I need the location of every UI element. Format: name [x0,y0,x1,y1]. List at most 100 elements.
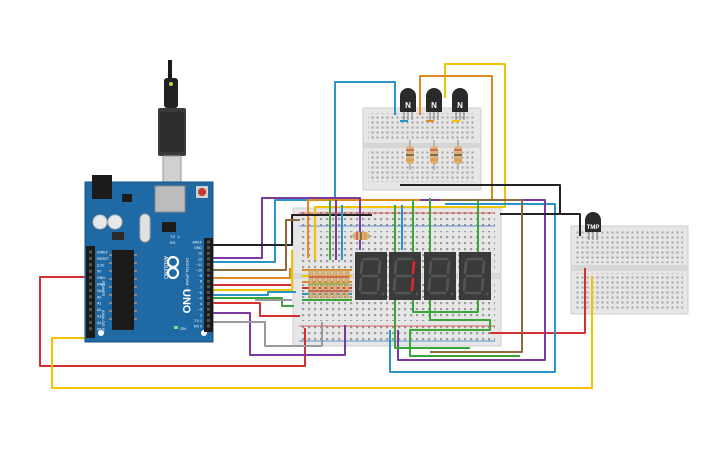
power-pin[interactable] [89,250,92,254]
digital-pin-label: 13 [198,252,202,256]
power-jack[interactable] [92,175,112,199]
power-led [174,326,178,329]
power-pin[interactable] [89,301,92,305]
wire-red[interactable] [213,302,300,317]
digital-pin[interactable] [207,302,210,306]
digital-pin-label: 12 [198,257,202,261]
digital-pin-label: 2 [200,313,202,317]
resistor[interactable] [454,140,462,170]
digital-pin[interactable] [207,279,210,283]
power-label: POWER [101,281,106,296]
transistor-pin-marks [400,120,460,122]
power-pin[interactable] [89,288,92,292]
tx-led-label: TX [170,234,175,239]
power-pin-label: IOREF [97,251,109,255]
rx-led-label: RX [170,240,176,245]
seven-segment-display[interactable] [424,252,456,300]
wire-blue[interactable] [213,291,296,296]
breadboard-top[interactable] [362,107,482,191]
wire-purple[interactable] [213,312,346,356]
digital-pin[interactable] [207,268,210,272]
digital-pin[interactable] [207,296,210,300]
board-model-label: UNO [180,289,192,314]
wire-yellow[interactable] [213,250,293,291]
digital-pin-label: ~3 [198,308,202,312]
power-pin-label: A0 [97,295,101,299]
microcontroller-chip [112,250,134,330]
digital-pin[interactable] [207,262,210,266]
digital-pin-label: ~5 [198,297,202,301]
power-pin[interactable] [89,269,92,273]
digital-header [204,238,213,332]
digital-pin-label: ~11 [196,263,202,267]
power-pin-label: GND [97,283,105,287]
seven-segment-display[interactable] [459,252,491,300]
digital-pin-label: ~9 [198,274,202,278]
digital-pin[interactable] [207,313,210,317]
power-pin-label: 5V [97,270,102,274]
wire-green[interactable] [213,297,294,307]
digital-pin[interactable] [207,285,210,289]
usb-port[interactable] [154,185,186,213]
wire-brown[interactable] [213,219,300,271]
digital-pin-label: GND [194,246,202,250]
digital-pin[interactable] [207,324,210,328]
transistor-q3[interactable]: N [452,88,468,120]
power-pin[interactable] [89,295,92,299]
digital-pin[interactable] [207,318,210,322]
wire-orange[interactable] [307,75,493,258]
transistor-label: N [405,101,411,110]
wire-blue[interactable] [389,203,556,373]
power-pin[interactable] [89,308,92,312]
seven-segment-display[interactable] [389,252,421,300]
transistor-q1[interactable]: N [400,88,416,120]
wire-red[interactable] [39,276,306,367]
power-pin[interactable] [89,282,92,286]
power-pin[interactable] [89,314,92,318]
power-pin[interactable] [89,327,92,331]
wire-green[interactable] [409,198,520,357]
digital-pin-label: 7 [200,285,202,289]
power-pin-label: RESET [97,257,110,261]
digital-pin-label: AREF [192,241,202,245]
digital-pin[interactable] [207,307,210,311]
power-pin-label: GND [97,276,105,280]
seven-segment-display[interactable] [355,252,387,300]
digital-pin[interactable] [207,246,210,250]
digital-pin-label: 8 [200,280,202,284]
power-pin[interactable] [89,320,92,324]
digital-pin[interactable] [207,240,210,244]
usb-cable[interactable] [158,60,186,187]
arduino-uno-board[interactable]: UNO ARDUINO DIGITAL (PWM ~) POWER ANALOG… [84,175,214,343]
digital-pin[interactable] [207,290,210,294]
wire-orange[interactable] [213,268,291,279]
on-led-label: ON [180,326,186,331]
wire-black[interactable] [213,214,372,246]
sensor-label: TMP [587,225,600,231]
power-pin[interactable] [89,276,92,280]
top-resistors [350,140,462,240]
wire-black[interactable] [500,213,581,236]
power-pin[interactable] [89,256,92,260]
wire-yellow[interactable] [51,276,593,389]
digital-pin[interactable] [207,257,210,261]
temperature-sensor[interactable]: TMP [585,212,601,240]
power-pin[interactable] [89,263,92,267]
resistor[interactable] [430,140,438,170]
power-pin-label: A3 [97,315,101,319]
breadboard-right[interactable] [570,225,689,315]
transistor-q2[interactable]: N [426,88,442,120]
transistor-label: N [457,101,463,110]
wire-gray[interactable] [213,321,323,347]
digital-pin[interactable] [207,251,210,255]
resistor[interactable] [350,232,372,240]
resistor-bank [308,269,350,299]
digital-pin[interactable] [207,274,210,278]
analog-label: ANALOG IN [101,310,106,332]
wire-brown[interactable] [430,199,523,353]
resistor[interactable] [406,140,414,170]
lit-segments [410,260,416,292]
arduino-logo [166,255,180,280]
